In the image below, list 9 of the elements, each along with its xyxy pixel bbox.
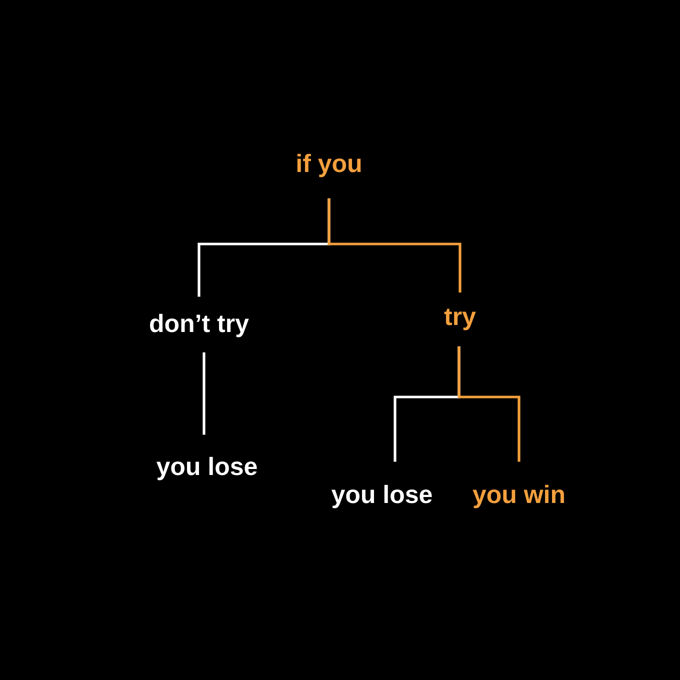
connector-line: [202, 352, 206, 435]
text-label: if you: [297, 154, 361, 178]
connector-line: [328, 198, 462, 292]
text-label: don’t try: [150, 314, 249, 338]
text-label: you lose: [331, 484, 432, 508]
text-label: you win: [472, 484, 564, 508]
text-label: you lose: [156, 456, 257, 480]
text-label: try: [444, 308, 476, 330]
connector-line: [458, 346, 520, 462]
